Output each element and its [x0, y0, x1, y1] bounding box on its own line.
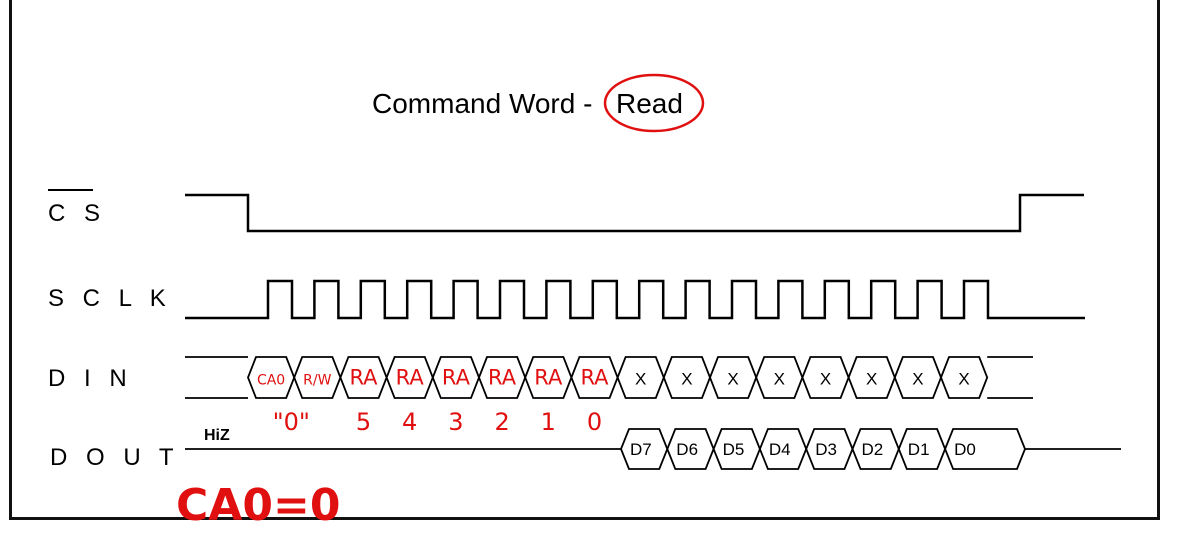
din-cell-handwritten-label: RA — [488, 366, 517, 390]
dout-cell-label: D7 — [630, 440, 652, 459]
hiz-label: HiZ — [204, 427, 230, 444]
din-bit-index-annotation: "0" — [273, 408, 310, 436]
din-cell-handwritten-label: CA0 — [257, 373, 285, 389]
din-cell-handwritten-label: RA — [396, 366, 425, 390]
dout-cell-label: D5 — [723, 440, 745, 459]
dout-cell-label: D4 — [769, 440, 791, 459]
ca0-annotation: CA0=0 — [176, 480, 340, 531]
din-cell-handwritten-label: RA — [349, 366, 378, 390]
dout-cell-label: D2 — [862, 440, 884, 459]
din-bit-index-annotation: 0 — [587, 408, 602, 436]
diagram-title: Command Word - — [372, 88, 592, 119]
din-cell-handwritten-label: RA — [442, 366, 471, 390]
din-cell-label: X — [681, 370, 692, 389]
dout-bus: D7 D6 D5 D4 D3 D2 D1 D0 — [185, 428, 1121, 470]
din-label: D I N — [48, 365, 133, 392]
din-cell-label: X — [958, 370, 969, 389]
dout-cell-label: D3 — [815, 440, 837, 459]
sclk-label: S C L K — [48, 285, 172, 312]
din-cell-label: X — [820, 370, 831, 389]
read-circle-annotation — [603, 73, 705, 133]
cs-waveform — [185, 193, 1084, 233]
din-cell-label: X — [912, 370, 923, 389]
din-cell-label: X — [727, 370, 738, 389]
sclk-waveform — [185, 279, 1085, 320]
din-cell-label: X — [774, 370, 785, 389]
din-cell-handwritten-label: R/W — [303, 373, 331, 389]
dout-cell-label: D6 — [676, 440, 698, 459]
din-bit-index-annotation: 3 — [448, 408, 463, 436]
diagram-frame — [9, 0, 1160, 520]
din-cell-label: X — [635, 370, 646, 389]
din-bit-index-annotation: 2 — [494, 408, 509, 436]
cs-label: C S — [48, 200, 106, 227]
din-cell-label: X — [866, 370, 877, 389]
din-cell-handwritten-label: RA — [534, 366, 563, 390]
din-bit-index-annotation: 4 — [402, 408, 417, 436]
diagram-title-read: Read — [616, 88, 683, 119]
dout-cell-label: D1 — [908, 440, 930, 459]
din-bus: CA0 R/W RA RA RA RA RA RA X X X X X X X X "0" 5 4 3 2 1 0 — [185, 356, 1033, 436]
din-cell — [940, 356, 989, 399]
din-bit-index-annotation: 1 — [541, 408, 556, 436]
din-bit-index-annotation: 5 — [356, 408, 371, 436]
dout-cell-label: D0 — [954, 440, 976, 459]
din-cell-handwritten-label: RA — [580, 366, 609, 390]
dout-label: D O U T — [50, 444, 180, 471]
